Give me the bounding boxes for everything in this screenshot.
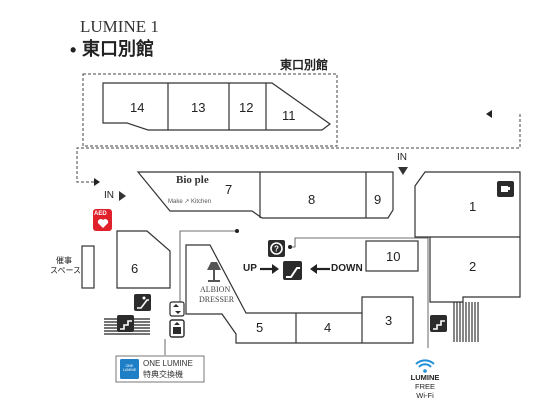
shop-6 [116, 230, 171, 289]
cafe-icon [497, 181, 514, 197]
escalator-up-label: UP [243, 263, 257, 274]
shop-block-3-4-5 [185, 244, 414, 344]
shop-number-14: 14 [130, 100, 145, 115]
route-arrow-left [94, 178, 100, 186]
escalator-person-icon [134, 294, 151, 311]
wifi-label-3: Wi-Fi [416, 391, 434, 400]
route-arrow-right [486, 110, 492, 118]
info-icon: ? [268, 240, 285, 257]
one-lumine-logo-text: ONE LUMINE [122, 364, 137, 373]
annex-building [102, 82, 332, 131]
shop-number-8: 8 [308, 192, 316, 207]
elevator-icon [169, 319, 185, 338]
lamp-icon [207, 262, 221, 282]
shop-block-7-8-9 [136, 171, 394, 219]
entrance-in-left: IN [104, 190, 114, 201]
biople-sub: Make ↗ Kitchen [168, 199, 212, 205]
shop-number-7: 7 [225, 182, 233, 197]
svg-text:?: ? [274, 245, 279, 254]
in-top-arrow [398, 167, 408, 175]
section-bullet: • [70, 40, 77, 60]
entrance-in-top: IN [397, 152, 407, 163]
restroom-icon [169, 301, 185, 317]
stairs-right-icon [430, 315, 447, 332]
shop-number-4: 4 [324, 320, 332, 335]
aed-icon [93, 209, 112, 231]
event-space-label-1: 催事 [56, 256, 72, 265]
albion-label-1: ALBION [200, 285, 231, 294]
route-path [76, 114, 521, 183]
shop-number-11: 11 [282, 108, 296, 123]
connector-line-b [290, 237, 429, 305]
stairs-hatch-right [453, 302, 479, 342]
shop-number-1: 1 [469, 199, 477, 214]
annex-boundary [82, 73, 338, 147]
connector-line-a [179, 230, 237, 312]
annex-label: 東口別館 [280, 58, 329, 72]
shop-number-6: 6 [131, 261, 139, 276]
in-left-arrow [119, 191, 126, 201]
section-title: 東口別館 [82, 39, 154, 59]
one-lumine-logo [120, 359, 139, 379]
shop-number-13: 13 [191, 100, 206, 115]
shop-number-5: 5 [256, 320, 264, 335]
one-lumine-brand: ONE LUMINE [143, 359, 193, 368]
aed-label: AED [94, 211, 107, 217]
shop-number-9: 9 [374, 192, 382, 207]
shop-number-12: 12 [239, 100, 254, 115]
shop-number-2: 2 [469, 259, 477, 274]
shop-number-3: 3 [385, 313, 393, 328]
event-space-label-2: スペース [50, 266, 82, 275]
one-lumine-text: 特典交換機 [143, 370, 183, 379]
stairs-icon [117, 315, 134, 332]
biople-logo: Bio ple [176, 174, 209, 186]
escalator-down-label: DOWN [331, 263, 363, 274]
event-space [81, 245, 95, 289]
shop-number-10: 10 [386, 249, 401, 264]
escalator-icon [283, 261, 302, 280]
wifi-label-2: FREE [414, 382, 435, 391]
wifi-icon [415, 359, 435, 373]
brand-title: LUMINE 1 [80, 17, 159, 36]
shop-10 [365, 240, 419, 272]
albion-label-2: DRESSER [199, 295, 235, 304]
wifi-label-1: LUMINE [410, 373, 440, 382]
